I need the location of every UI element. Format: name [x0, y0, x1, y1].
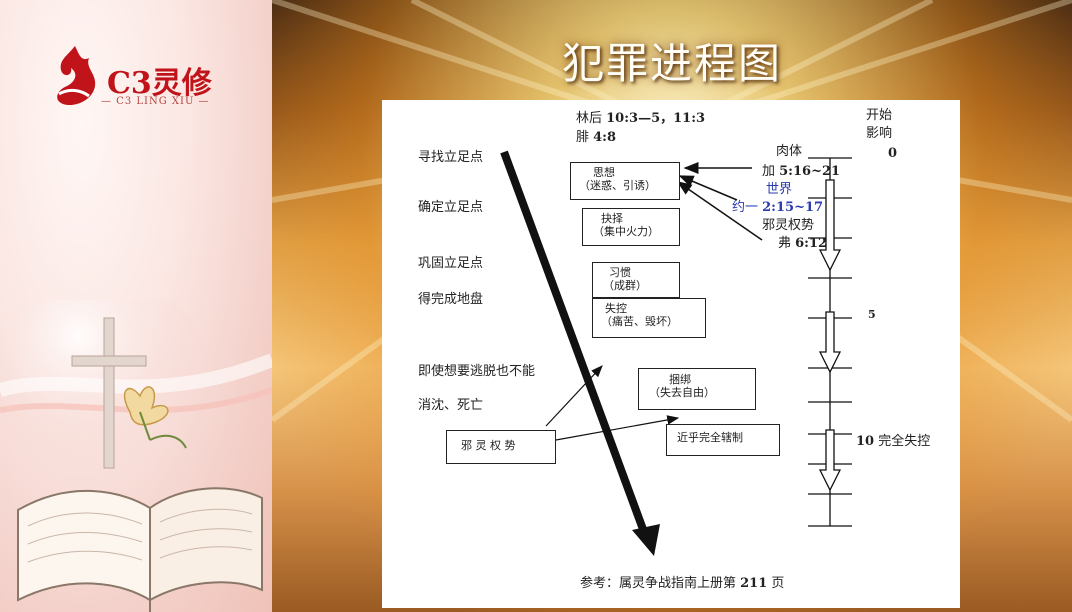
cross-lily-bible-illustration [0, 300, 272, 612]
brand-logo: C3灵修 — C3 LING XIU — [45, 38, 235, 118]
box-choice: 抉择 （集中火力） [582, 208, 680, 246]
left-decor-panel: C3灵修 — C3 LING XIU — [0, 0, 272, 612]
stage-label: 巩固立足点 [418, 256, 484, 271]
scale-start-label: 开始 [866, 108, 893, 123]
scale-influence-label: 影响 [866, 126, 893, 141]
box-habit: 习惯 （成群） [592, 262, 680, 298]
box-thought: 思想 （迷惑、引诱） [570, 162, 680, 200]
source-flesh: 肉体 [776, 144, 803, 159]
scale-ten: 10 完全失控 [856, 434, 931, 449]
box-evil-power: 邪 灵 权 势 [446, 430, 556, 464]
diagram-lines [500, 150, 852, 556]
ref-eph: 弗 6:12 [778, 236, 828, 251]
box-near-full-control: 近乎完全辖制 [666, 424, 780, 456]
slide-title: 犯罪进程图 [561, 39, 782, 88]
scale-five: 5 [868, 308, 876, 321]
scale-zero: 0 [888, 146, 898, 161]
ref-phil: 腓 4:8 [576, 130, 617, 145]
stage-label: 消沈、死亡 [418, 398, 484, 413]
ref-gal: 加 5:16~21 [762, 164, 841, 179]
ref-1john: 约一 2:15~17 [732, 200, 824, 215]
flame-logo-icon [57, 46, 96, 106]
stage-label: 寻找立足点 [418, 150, 484, 165]
source-evil-power: 邪灵权势 [762, 218, 815, 233]
stage-label: 确定立足点 [418, 200, 484, 215]
box-lose-control: 失控 （痛苦、毁坏） [592, 298, 706, 338]
logo-name-text: C3灵修 [107, 66, 212, 101]
sin-process-diagram: 林后 10:3—5，11:3 腓 4:8 寻找立足点 确定立足点 巩固立足点 得… [382, 100, 960, 608]
ref-1cor: 林后 10:3—5，11:3 [576, 111, 706, 126]
box-bound: 捆绑 （失去自由） [638, 368, 756, 410]
stage-label: 即使想要逃脱也不能 [418, 364, 536, 379]
stage-label: 得完成地盘 [418, 292, 484, 307]
footer-reference: 参考：属灵争战指南上册第 211 页 [580, 576, 785, 591]
source-world: 世界 [766, 182, 793, 197]
progression-arrowhead [632, 524, 660, 556]
logo-subtitle: — C3 LING XIU — [101, 96, 210, 107]
progression-arrow [500, 150, 648, 534]
